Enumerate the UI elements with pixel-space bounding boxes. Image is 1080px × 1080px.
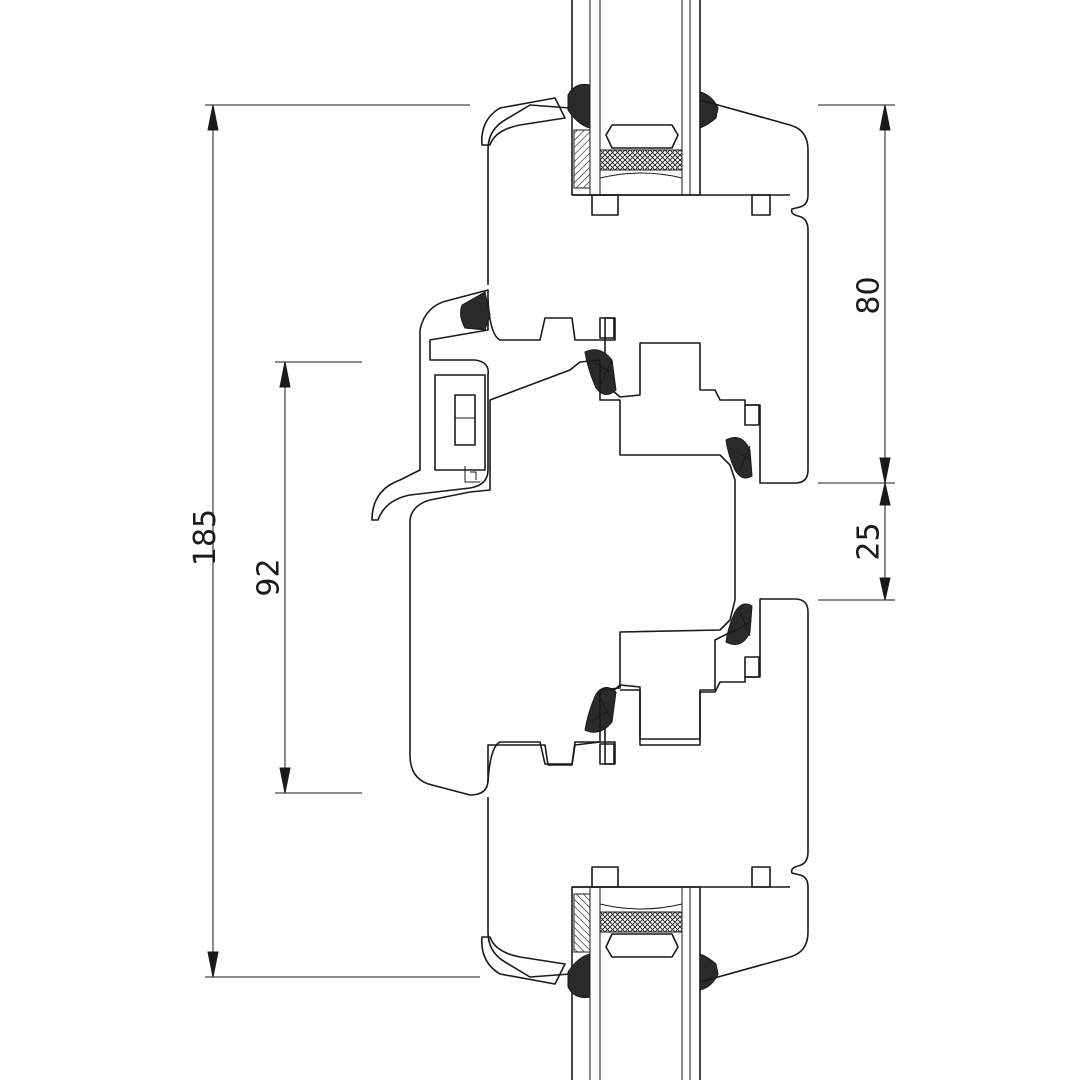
dimension-25 bbox=[818, 482, 895, 601]
dimension-185 bbox=[205, 104, 480, 978]
dimension-label-25: 25 bbox=[851, 522, 887, 561]
lower-frame-profile bbox=[481, 598, 809, 1080]
dimension-80 bbox=[818, 104, 895, 484]
dimension-label-92: 92 bbox=[251, 558, 287, 597]
dimension-92 bbox=[275, 361, 362, 794]
dimension-label-80: 80 bbox=[851, 276, 887, 315]
sash-profile bbox=[371, 289, 736, 796]
upper-frame-profile bbox=[481, 0, 809, 484]
dimension-label-185: 185 bbox=[188, 508, 224, 567]
